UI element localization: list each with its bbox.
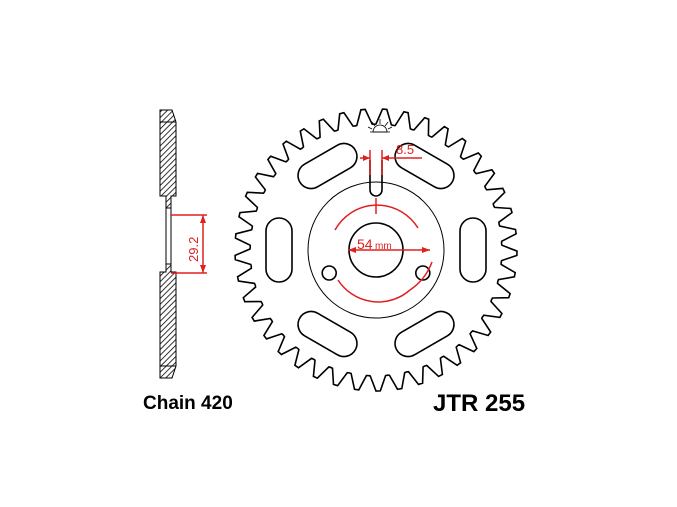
offset-dimension-label: 29.2 bbox=[186, 237, 201, 262]
lightening-slot bbox=[459, 217, 487, 283]
lightening-slot bbox=[394, 310, 455, 358]
part-number-label: JTR 255 bbox=[433, 390, 526, 417]
lightening-slot bbox=[394, 142, 455, 190]
bolt-hole-dimension: 8.5 bbox=[360, 142, 422, 175]
lightening-slot bbox=[297, 310, 358, 358]
pcd-dimension: 54 mm bbox=[334, 198, 433, 303]
hub-ring bbox=[307, 181, 445, 319]
lightening-slot bbox=[297, 142, 358, 190]
offset-dimension: 29.2 bbox=[171, 214, 207, 274]
bolt-hole bbox=[321, 265, 338, 281]
side-profile-hatch-top bbox=[159, 109, 177, 209]
bolt-holes bbox=[321, 265, 431, 281]
bolt-hole bbox=[414, 265, 431, 281]
lightening-slot bbox=[265, 217, 293, 283]
side-profile-view: 29.2 bbox=[159, 109, 207, 379]
bolt-hole-dimension-label: 8.5 bbox=[396, 142, 414, 157]
sun-symbol-icon bbox=[367, 119, 393, 133]
pcd-unit: mm bbox=[375, 241, 392, 252]
side-profile-hatch-bottom bbox=[159, 263, 177, 379]
side-profile-hub bbox=[165, 207, 172, 265]
sprocket-front-view bbox=[234, 108, 518, 392]
chain-size-label: Chain 420 bbox=[143, 393, 233, 414]
pcd-value: 54 bbox=[357, 236, 373, 252]
top-bolt-slot bbox=[369, 160, 383, 197]
sprocket-teeth-outline bbox=[234, 108, 518, 392]
lightening-slots bbox=[265, 142, 487, 358]
